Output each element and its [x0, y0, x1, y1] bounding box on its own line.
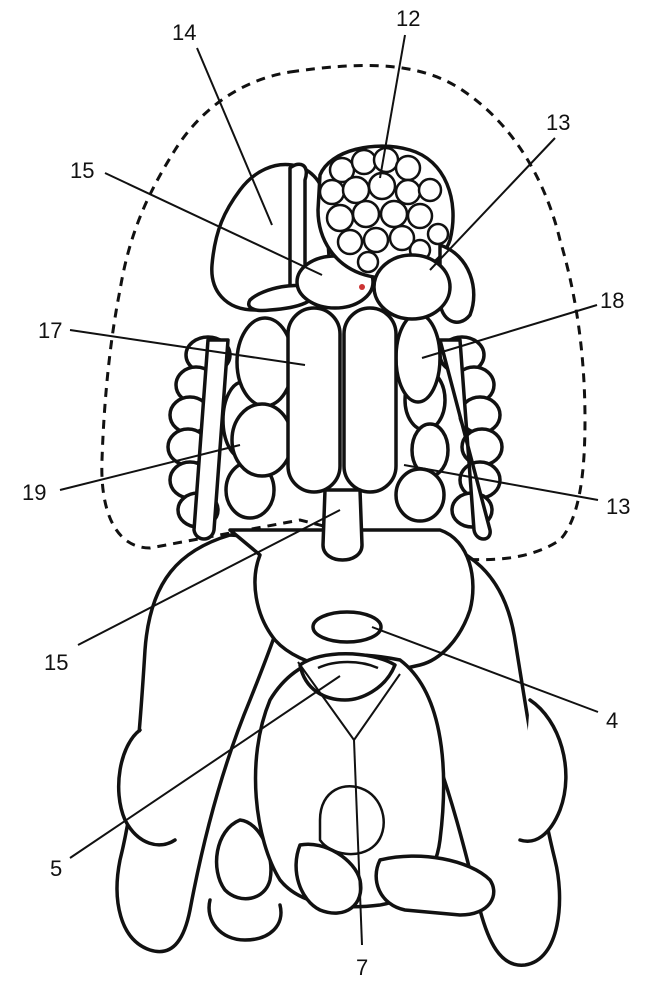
- label-13-top: 13: [546, 110, 570, 135]
- left-foot-lobe: [209, 900, 281, 940]
- label-15-top: 15: [70, 158, 94, 183]
- cloacal-fold: [320, 786, 384, 854]
- label-17: 17: [38, 318, 62, 343]
- label-5: 5: [50, 856, 62, 881]
- organ-13-top-ball: [374, 255, 450, 319]
- central-stem: [323, 490, 362, 560]
- red-dot-marker: [359, 284, 365, 290]
- label-19: 19: [22, 480, 46, 505]
- organ-19-oval: [232, 404, 292, 476]
- label-4: 4: [606, 708, 618, 733]
- central-lobe-right: [344, 308, 396, 492]
- label-7: 7: [356, 955, 368, 980]
- label-15-bottom: 15: [44, 650, 68, 675]
- organ-18-right-lobe: [396, 314, 440, 402]
- organ-4-ring: [313, 612, 381, 642]
- label-18: 18: [600, 288, 624, 313]
- label-13-right: 13: [606, 494, 630, 519]
- central-lobe-left: [288, 308, 340, 492]
- label-12: 12: [396, 6, 420, 31]
- label-14: 14: [172, 20, 196, 45]
